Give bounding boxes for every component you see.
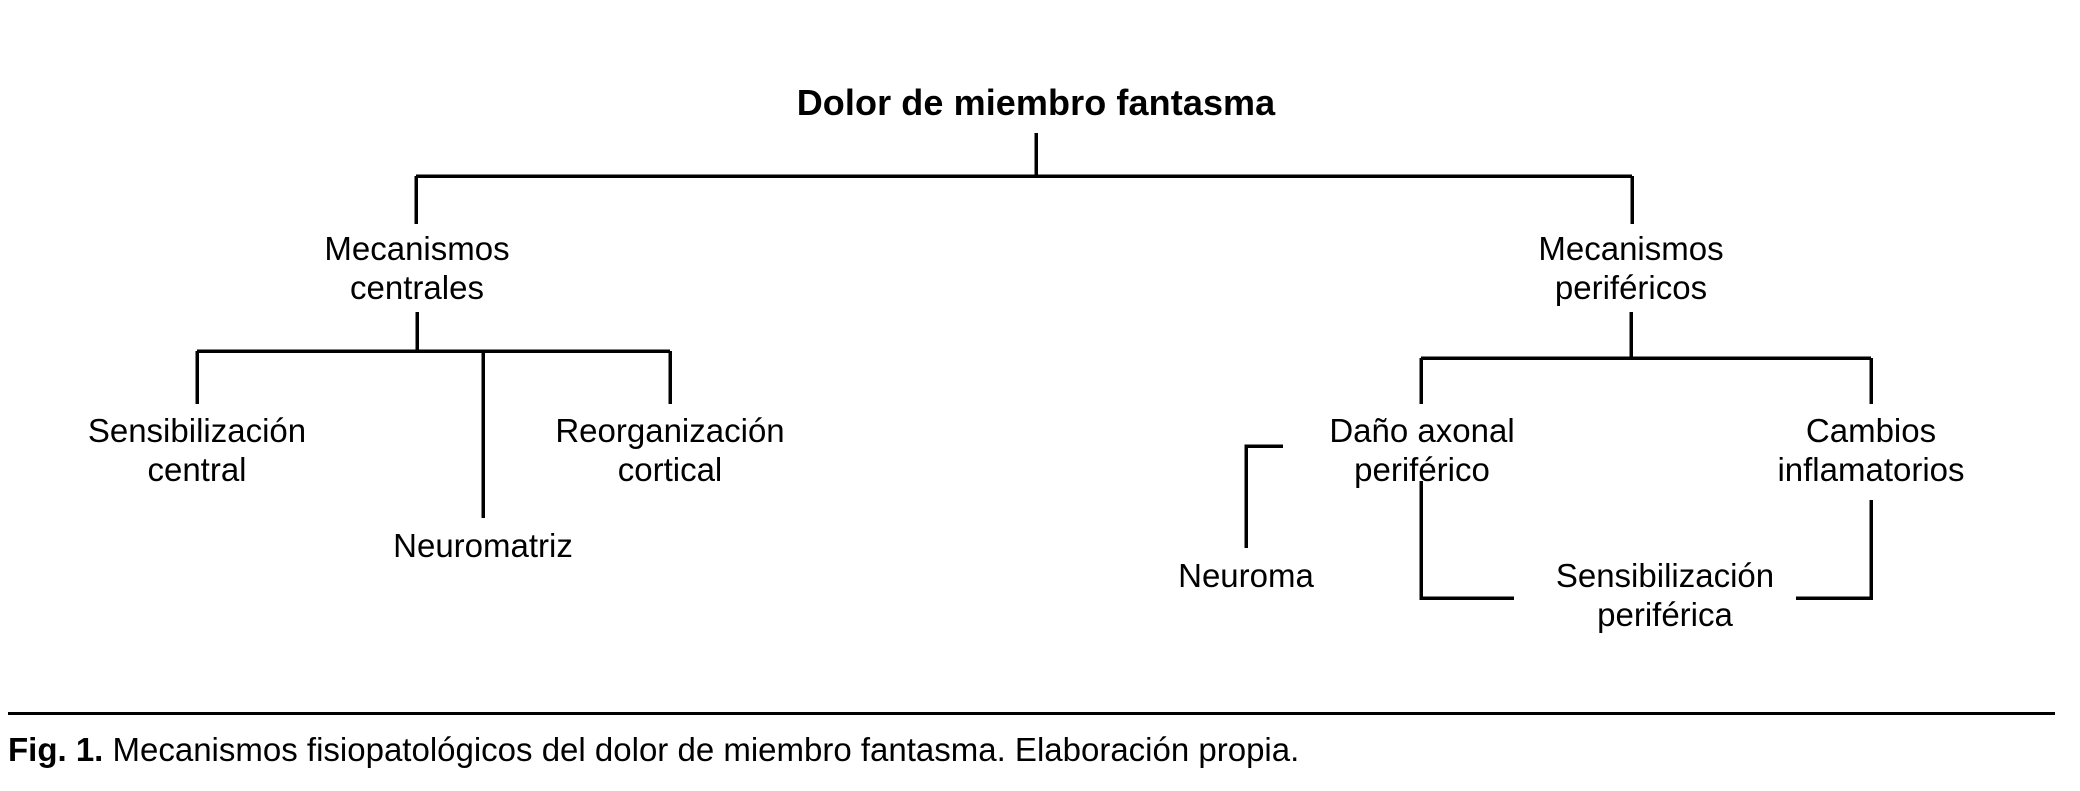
node-label-line1: Daño axonal — [1329, 412, 1515, 449]
node-cambios-inflamatorios: Cambios inflamatorios — [1719, 412, 2023, 489]
node-label-line1: Mecanismos — [324, 230, 510, 267]
node-sensibilizacion-periferica: Sensibilización periférica — [1525, 557, 1805, 634]
diagram-canvas: Dolor de miembro fantasma Mecanismos cen… — [27, 82, 2023, 634]
edge-cambios-to-sensibilizacion-periferica — [1796, 500, 1873, 600]
node-label-line2: cortical — [617, 450, 723, 488]
node-label-line1: Reorganización — [555, 412, 785, 449]
edge-dano-to-sensibilizacion-periferica — [1419, 481, 1514, 600]
node-label-line1: Mecanismos — [1538, 230, 1724, 267]
node-label-line2: periférica — [1597, 595, 1733, 633]
node-label-line2: inflamatorios — [1777, 450, 1965, 488]
figure-caption: Fig. 1. Mecanismos fisiopatológicos del … — [8, 730, 2068, 770]
node-label-line1: Sensibilización — [1555, 557, 1775, 594]
node-label-line1: Neuroma — [1178, 557, 1314, 594]
edge-dano-to-neuroma — [1244, 444, 1283, 548]
node-sensibilizacion-central: Sensibilización central — [27, 412, 367, 489]
node-label-line1: Neuromatriz — [393, 527, 573, 564]
node-mecanismos-centrales: Mecanismos centrales — [247, 230, 587, 307]
node-label-line2: centrales — [350, 268, 484, 306]
node-mecanismos-perifericos: Mecanismos periféricos — [1461, 230, 1801, 307]
node-label-line2: periféricos — [1554, 268, 1708, 306]
node-label-line2: periférico — [1354, 450, 1490, 488]
caption-text: Mecanismos fisiopatológicos del dolor de… — [103, 731, 1300, 768]
node-neuroma: Neuroma — [1106, 557, 1386, 596]
node-dolor-de-miembro-fantasma: Dolor de miembro fantasma — [736, 82, 1336, 124]
node-label-line1: Cambios — [1805, 412, 1937, 449]
node-dano-axonal-periferico: Daño axonal periférico — [1274, 412, 1570, 489]
node-reorganizacion-cortical: Reorganización cortical — [500, 412, 840, 489]
diagram-connector-lines — [195, 133, 1873, 600]
node-label: Dolor de miembro fantasma — [796, 82, 1276, 123]
node-label-line1: Sensibilización — [87, 412, 307, 449]
node-neuromatriz: Neuromatriz — [313, 527, 653, 566]
caption-divider — [8, 712, 2055, 715]
caption-prefix: Fig. 1. — [8, 731, 104, 768]
node-label-line2: central — [147, 450, 247, 488]
